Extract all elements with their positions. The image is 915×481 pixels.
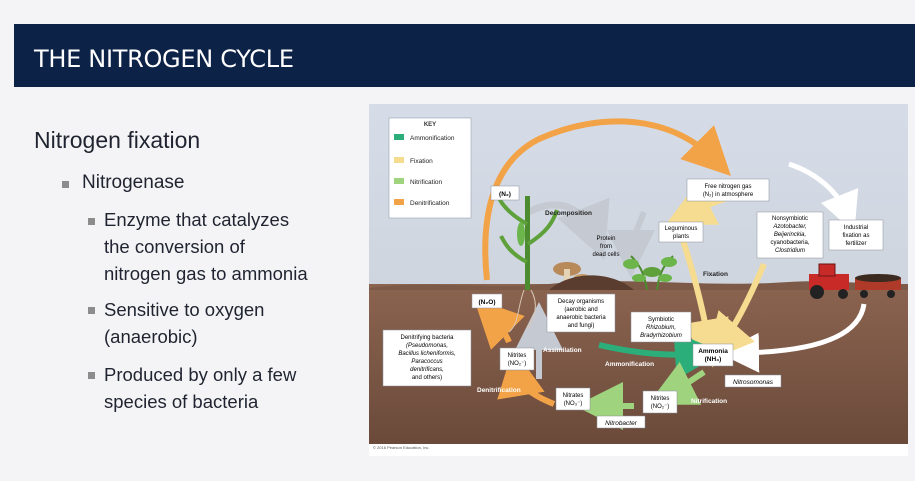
svg-text:cyanobacteria,: cyanobacteria, <box>770 240 809 246</box>
decomposition-arrow <box>527 197 610 260</box>
svg-text:(NO₂⁻): (NO₂⁻) <box>508 361 527 367</box>
fertilizer-arrow <box>719 303 867 373</box>
svg-text:Beijerinckia,: Beijerinckia, <box>774 232 806 238</box>
svg-text:Nonsymbiotic: Nonsymbiotic <box>772 216 808 222</box>
svg-text:denitrificans,: denitrificans, <box>410 367 444 373</box>
svg-text:(NO₃⁻): (NO₃⁻) <box>564 401 583 407</box>
bullet-point: Produced by only a few species of bacter… <box>104 364 297 412</box>
svg-text:KEY: KEY <box>424 122 436 128</box>
bullet-marker <box>62 181 69 188</box>
svg-text:fixation as: fixation as <box>842 233 869 239</box>
label-assimilation: Assimilation <box>543 347 582 354</box>
slide-title: THE NITROGEN CYCLE <box>34 45 294 73</box>
label-nitrosomonas: Nitrosomonas <box>724 374 782 388</box>
label-leguminous: Leguminous plants <box>658 221 704 243</box>
svg-text:and fungi): and fungi) <box>568 323 595 329</box>
svg-text:(Pseudomonas,: (Pseudomonas, <box>406 343 448 349</box>
svg-text:Denitrifying bacteria: Denitrifying bacteria <box>400 335 454 341</box>
label-ammonification: Ammonification <box>605 361 654 368</box>
label-ammonia: Ammonia (NH₃) <box>692 343 734 367</box>
svg-text:Rhizobium,: Rhizobium, <box>646 325 676 331</box>
label-nitrobacter: Nitrobacter <box>596 415 646 429</box>
decomposition-arrow-2 <box>607 210 656 278</box>
svg-text:Nitrification: Nitrification <box>410 179 443 186</box>
svg-text:Nitrites: Nitrites <box>508 353 527 359</box>
title-bar: THE NITROGEN CYCLE <box>14 24 915 87</box>
svg-text:Nitrobacter: Nitrobacter <box>605 420 638 427</box>
svg-text:(N₂O): (N₂O) <box>479 299 496 306</box>
key-swatch-nitrification <box>394 178 404 184</box>
svg-text:Industrial: Industrial <box>844 225 868 231</box>
bullet-point: Enzyme that catalyzes the conversion of … <box>104 209 308 284</box>
heading: Nitrogen fixation <box>34 127 201 153</box>
svg-text:(aerobic and: (aerobic and <box>564 307 597 313</box>
label-free-nitrogen: Free nitrogen gas (N₂) in atmosphere <box>686 178 770 202</box>
denitrification-arrow-n2o <box>474 299 525 350</box>
label-decay: Decay organisms (aerobic and anaerobic b… <box>546 293 616 333</box>
industrial-arrow <box>788 161 859 233</box>
label-nitrites-left: Nitrites (NO₂⁻) <box>499 347 535 371</box>
svg-text:Free nitrogen gas: Free nitrogen gas <box>704 184 751 190</box>
svg-text:Nitrosomonas: Nitrosomonas <box>733 379 774 386</box>
svg-text:and others): and others) <box>412 375 442 381</box>
key-swatch-denitrification <box>394 199 404 205</box>
label-denitrifying: Denitrifying bacteria (Pseudomonas, Baci… <box>382 329 472 387</box>
bullet-marker <box>88 372 95 379</box>
svg-text:Bradyrhizobium: Bradyrhizobium <box>640 333 682 339</box>
label-decomposition: Decomposition <box>545 210 592 217</box>
svg-text:Denitrification: Denitrification <box>410 200 450 207</box>
bullet-marker <box>88 218 95 225</box>
svg-text:Fixation: Fixation <box>410 158 433 165</box>
svg-text:fertilizer: fertilizer <box>845 241 866 247</box>
svg-text:Paracoccus: Paracoccus <box>411 359 442 365</box>
label-industrial: Industrial fixation as fertilizer <box>828 219 884 251</box>
subheading: Nitrogenase <box>82 172 185 193</box>
label-nitrates: Nitrates (NO₃⁻) <box>555 387 591 411</box>
svg-text:(N₂) in atmosphere: (N₂) in atmosphere <box>703 192 754 198</box>
label-nitrites-right: Nitrites (NO₂⁻) <box>642 390 678 414</box>
svg-text:Nitrates: Nitrates <box>563 393 584 399</box>
svg-text:from: from <box>600 244 612 250</box>
fixation-arrow-nonsymbiotic <box>705 262 767 363</box>
key-swatch-fixation <box>394 157 404 163</box>
bullet-point: Sensitive to oxygen (anaerobic) <box>104 299 265 347</box>
svg-text:Bacillus licheniformis,: Bacillus licheniformis, <box>398 351 455 357</box>
svg-text:Nitrites: Nitrites <box>651 396 670 402</box>
nitrogen-cycle-diagram: KEY Ammonification Fixation Nitrificatio… <box>369 104 908 456</box>
mushrooms <box>549 262 634 290</box>
label-denitrification: Denitrification <box>477 387 521 394</box>
denitrification-arrow-nitrites <box>497 348 556 407</box>
tractor <box>809 263 901 299</box>
label-nitrification: Nitrification <box>691 398 727 405</box>
label-symbiotic: Symbiotic Rhizobium, Bradyrhizobium <box>630 311 692 343</box>
svg-text:(NO₂⁻): (NO₂⁻) <box>651 404 670 410</box>
svg-text:dead cells: dead cells <box>592 252 619 258</box>
legume-plants <box>623 255 677 291</box>
denitrification-arc <box>482 118 731 281</box>
label-fixation: Fixation <box>703 271 728 278</box>
label-protein: Protein from dead cells <box>592 236 619 258</box>
key-swatch-ammonification <box>394 134 404 140</box>
svg-text:(NH₃): (NH₃) <box>705 356 722 363</box>
svg-text:Symbiotic: Symbiotic <box>648 317 674 323</box>
svg-text:Leguminous: Leguminous <box>665 226 698 232</box>
label-n2-small: (N₂) <box>490 185 520 201</box>
svg-text:Azotobacter,: Azotobacter, <box>772 224 806 230</box>
svg-text:Ammonia: Ammonia <box>698 348 728 355</box>
svg-text:plants: plants <box>673 234 689 240</box>
svg-text:Protein: Protein <box>596 236 615 242</box>
label-n2o: (N₂O) <box>471 293 503 309</box>
svg-text:Decay organisms: Decay organisms <box>558 299 604 305</box>
ammonification-arrow <box>598 331 723 380</box>
svg-text:(N₂): (N₂) <box>499 191 511 198</box>
diagram-key: KEY Ammonification Fixation Nitrificatio… <box>388 117 472 219</box>
svg-text:Clostridium: Clostridium <box>775 248 805 254</box>
copyright: © 2016 Pearson Education, Inc. <box>373 445 430 450</box>
soil-surface <box>369 281 908 290</box>
label-nonsymbiotic: Nonsymbiotic Azotobacter, Beijerinckia, … <box>756 211 824 259</box>
bullet-marker <box>88 307 95 314</box>
svg-text:Ammonification: Ammonification <box>410 135 455 142</box>
svg-text:anaerobic bacteria: anaerobic bacteria <box>556 315 606 321</box>
